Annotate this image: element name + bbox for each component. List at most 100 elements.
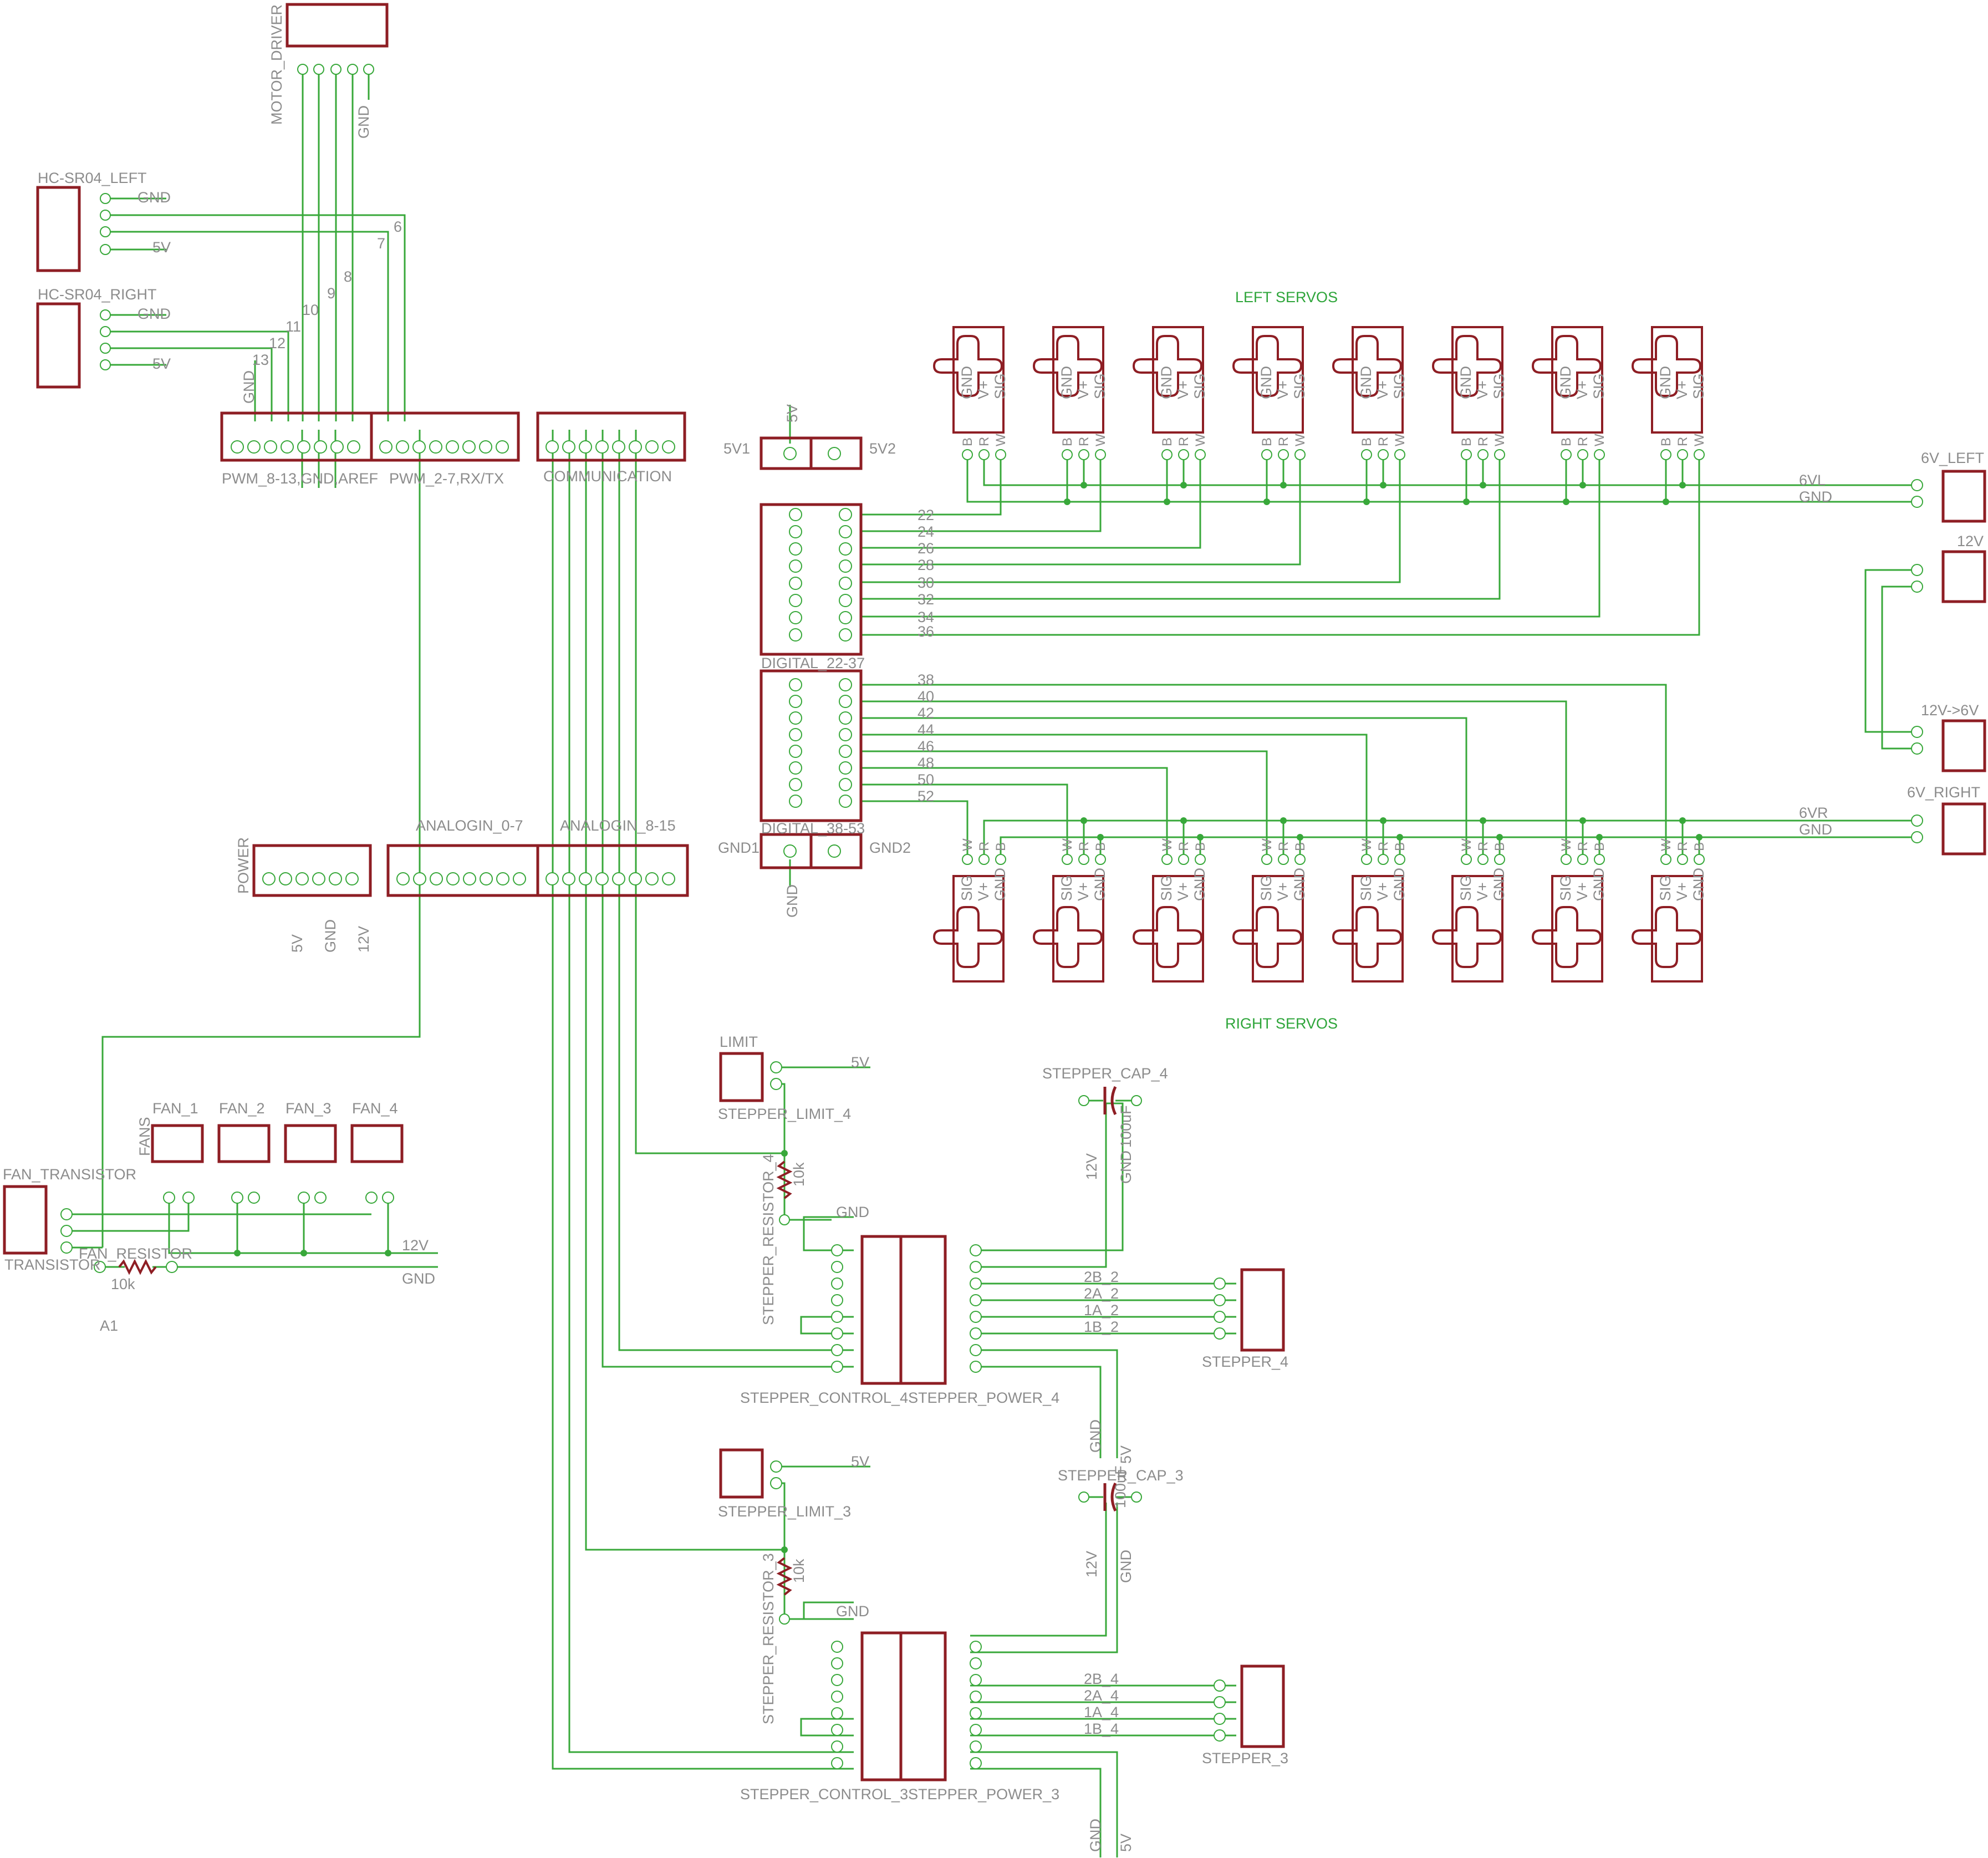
pin-pad <box>100 244 111 255</box>
pin-pad <box>970 1707 982 1719</box>
servo-pin-label: GND <box>1391 868 1408 901</box>
limit-4-5v-label: 5V <box>851 1054 869 1071</box>
servo-pin-label: SIG <box>1258 875 1275 901</box>
pwm-8-13-label: PWM_8-13,GND,AREF <box>222 470 378 487</box>
hc-sr04-left-label: HC-SR04_LEFT <box>38 170 147 186</box>
net-10-label: 10 <box>302 302 319 318</box>
pin-pad <box>612 440 625 454</box>
pin-pad <box>789 678 802 691</box>
digital-22-37-label: DIGITAL_22-37 <box>761 655 865 671</box>
servo-pin-label: V+ <box>1175 380 1191 399</box>
pin-pad <box>1214 1327 1226 1340</box>
servo-pin-label: GND <box>1690 868 1707 901</box>
pin-pad <box>496 872 509 885</box>
stepper-power-3 <box>899 1631 947 1781</box>
pin-pad <box>831 1657 843 1669</box>
pin-pad <box>60 1208 73 1220</box>
pin-pad <box>970 1657 982 1669</box>
pin-pad <box>970 1740 982 1753</box>
fan-resistor <box>118 1259 157 1275</box>
pin-pad <box>970 1641 982 1653</box>
pin-pad <box>779 1613 790 1625</box>
pin-pad <box>1214 1294 1226 1306</box>
pin-pad <box>831 1674 843 1686</box>
pin-pad <box>789 695 802 708</box>
pin-pad <box>789 795 802 808</box>
pin-pad <box>839 525 852 538</box>
analog-8-15-label: ANALOGIN_8-15 <box>560 817 676 834</box>
servo-wire-label: W <box>1692 434 1707 446</box>
pin-pad <box>789 761 802 775</box>
stepper-resistor-4-value: 10k <box>791 1162 807 1187</box>
servo-wire-label: R <box>977 437 992 446</box>
pwm-8-13-header <box>220 411 373 462</box>
servo-wire-label: W <box>1359 838 1374 851</box>
servo-pin-label: SIG <box>959 875 975 901</box>
pin-pad <box>100 193 111 204</box>
servo-wire-label: W <box>1559 838 1574 851</box>
servo-wire-label: B <box>1359 437 1374 446</box>
pin-pad <box>313 64 324 75</box>
pwm-gnd-label: GND <box>241 370 257 404</box>
servo-pin-label: SIG <box>1092 373 1108 399</box>
pin-pad <box>831 1327 843 1340</box>
pin-pad <box>970 1674 982 1686</box>
bottom-5v-label: 5V <box>1118 1834 1134 1852</box>
stepper-coil-label: 2A_4 <box>1084 1687 1119 1704</box>
pin-pad <box>429 440 442 454</box>
6v-right-connector <box>1941 802 1986 856</box>
stepper-cap-4-label: STEPPER_CAP_4 <box>1042 1065 1168 1082</box>
pin-pad <box>828 447 841 460</box>
pin-pad <box>839 745 852 758</box>
pin-pad <box>312 872 325 885</box>
pin-pad <box>100 309 111 320</box>
pin-pad <box>612 872 625 885</box>
digital-net-label: 28 <box>917 557 934 573</box>
servo-wire-label: R <box>1376 437 1391 446</box>
servo-wire-label: B <box>1260 437 1275 446</box>
pin-pad <box>789 728 802 741</box>
analog-0-7-header <box>386 844 539 897</box>
pin-pad <box>839 695 852 708</box>
pin-pad <box>247 440 261 454</box>
6v-left-connector <box>1941 470 1986 523</box>
limit-label: LIMIT <box>720 1034 758 1050</box>
pin-pad <box>363 64 374 75</box>
servo-pin-label: GND <box>959 366 975 399</box>
pin-pad <box>298 1192 310 1204</box>
servo-pin-label: GND <box>1092 868 1108 901</box>
servo-pin-label: GND <box>1358 366 1374 399</box>
a1-label: A1 <box>100 1317 118 1334</box>
servo-pin-label: V+ <box>1574 882 1591 901</box>
pin-pad <box>413 872 426 885</box>
pin-pad <box>595 872 609 885</box>
pin-pad <box>182 1192 195 1204</box>
digital-net-label: 22 <box>917 507 934 523</box>
pin-pad <box>295 872 309 885</box>
pin-pad <box>1078 1095 1089 1106</box>
pin-pad <box>789 542 802 556</box>
stepper-control-3 <box>860 1631 903 1781</box>
net-13-label: 13 <box>252 352 269 368</box>
servo-pin-label: GND <box>1191 868 1208 901</box>
cap-4-gnd-label: GND <box>1118 1151 1134 1184</box>
servo-pin-label: GND <box>1291 868 1308 901</box>
servo-pin-label: V+ <box>1574 380 1591 399</box>
pin-pad <box>831 1344 843 1356</box>
servo-wire-label: B <box>960 437 975 446</box>
digital-net-label: 40 <box>917 688 934 705</box>
pin-pad <box>839 594 852 607</box>
stepper-control-4 <box>860 1235 903 1385</box>
servo-wire-label: W <box>1093 434 1108 446</box>
motor-driver-gnd-label: GND <box>355 105 372 139</box>
pin-pad <box>100 210 111 221</box>
pin-pad <box>163 1192 175 1204</box>
6vr-net-label: 6VR <box>1799 805 1828 821</box>
stepper-power-4 <box>899 1235 947 1385</box>
analog-0-7-label: ANALOGIN_0-7 <box>416 817 523 834</box>
